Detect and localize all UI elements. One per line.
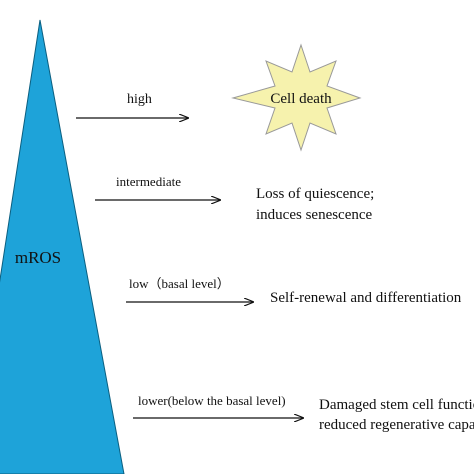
level-low: low（basal level） Self-renewal and differ… bbox=[126, 276, 462, 306]
mros-triangle bbox=[0, 19, 125, 474]
level-label-lower: lower(below the basal level) bbox=[138, 393, 286, 408]
level-label-high: high bbox=[127, 92, 152, 107]
outcome-lower-line-2: reduced regenerative capacity bbox=[319, 417, 474, 433]
level-label-intermediate: intermediate bbox=[116, 174, 181, 189]
level-label-low: low（basal level） bbox=[129, 276, 230, 291]
level-intermediate: intermediate Loss of quiescence; induces… bbox=[95, 174, 374, 223]
triangle-label: mROS bbox=[15, 248, 61, 267]
outcome-intermediate-line-1: Loss of quiescence; bbox=[256, 186, 374, 202]
outcome-low: Self-renewal and differentiation bbox=[270, 290, 462, 306]
outcome-lower-line-1: Damaged stem cell function; bbox=[319, 397, 474, 413]
level-lower: lower(below the basal level) Damaged ste… bbox=[133, 393, 474, 433]
outcome-high: Cell death bbox=[270, 91, 332, 107]
outcome-intermediate-line-2: induces senescence bbox=[256, 207, 373, 223]
cell-death-star-icon bbox=[231, 43, 362, 152]
level-high: high Cell death bbox=[76, 43, 362, 152]
